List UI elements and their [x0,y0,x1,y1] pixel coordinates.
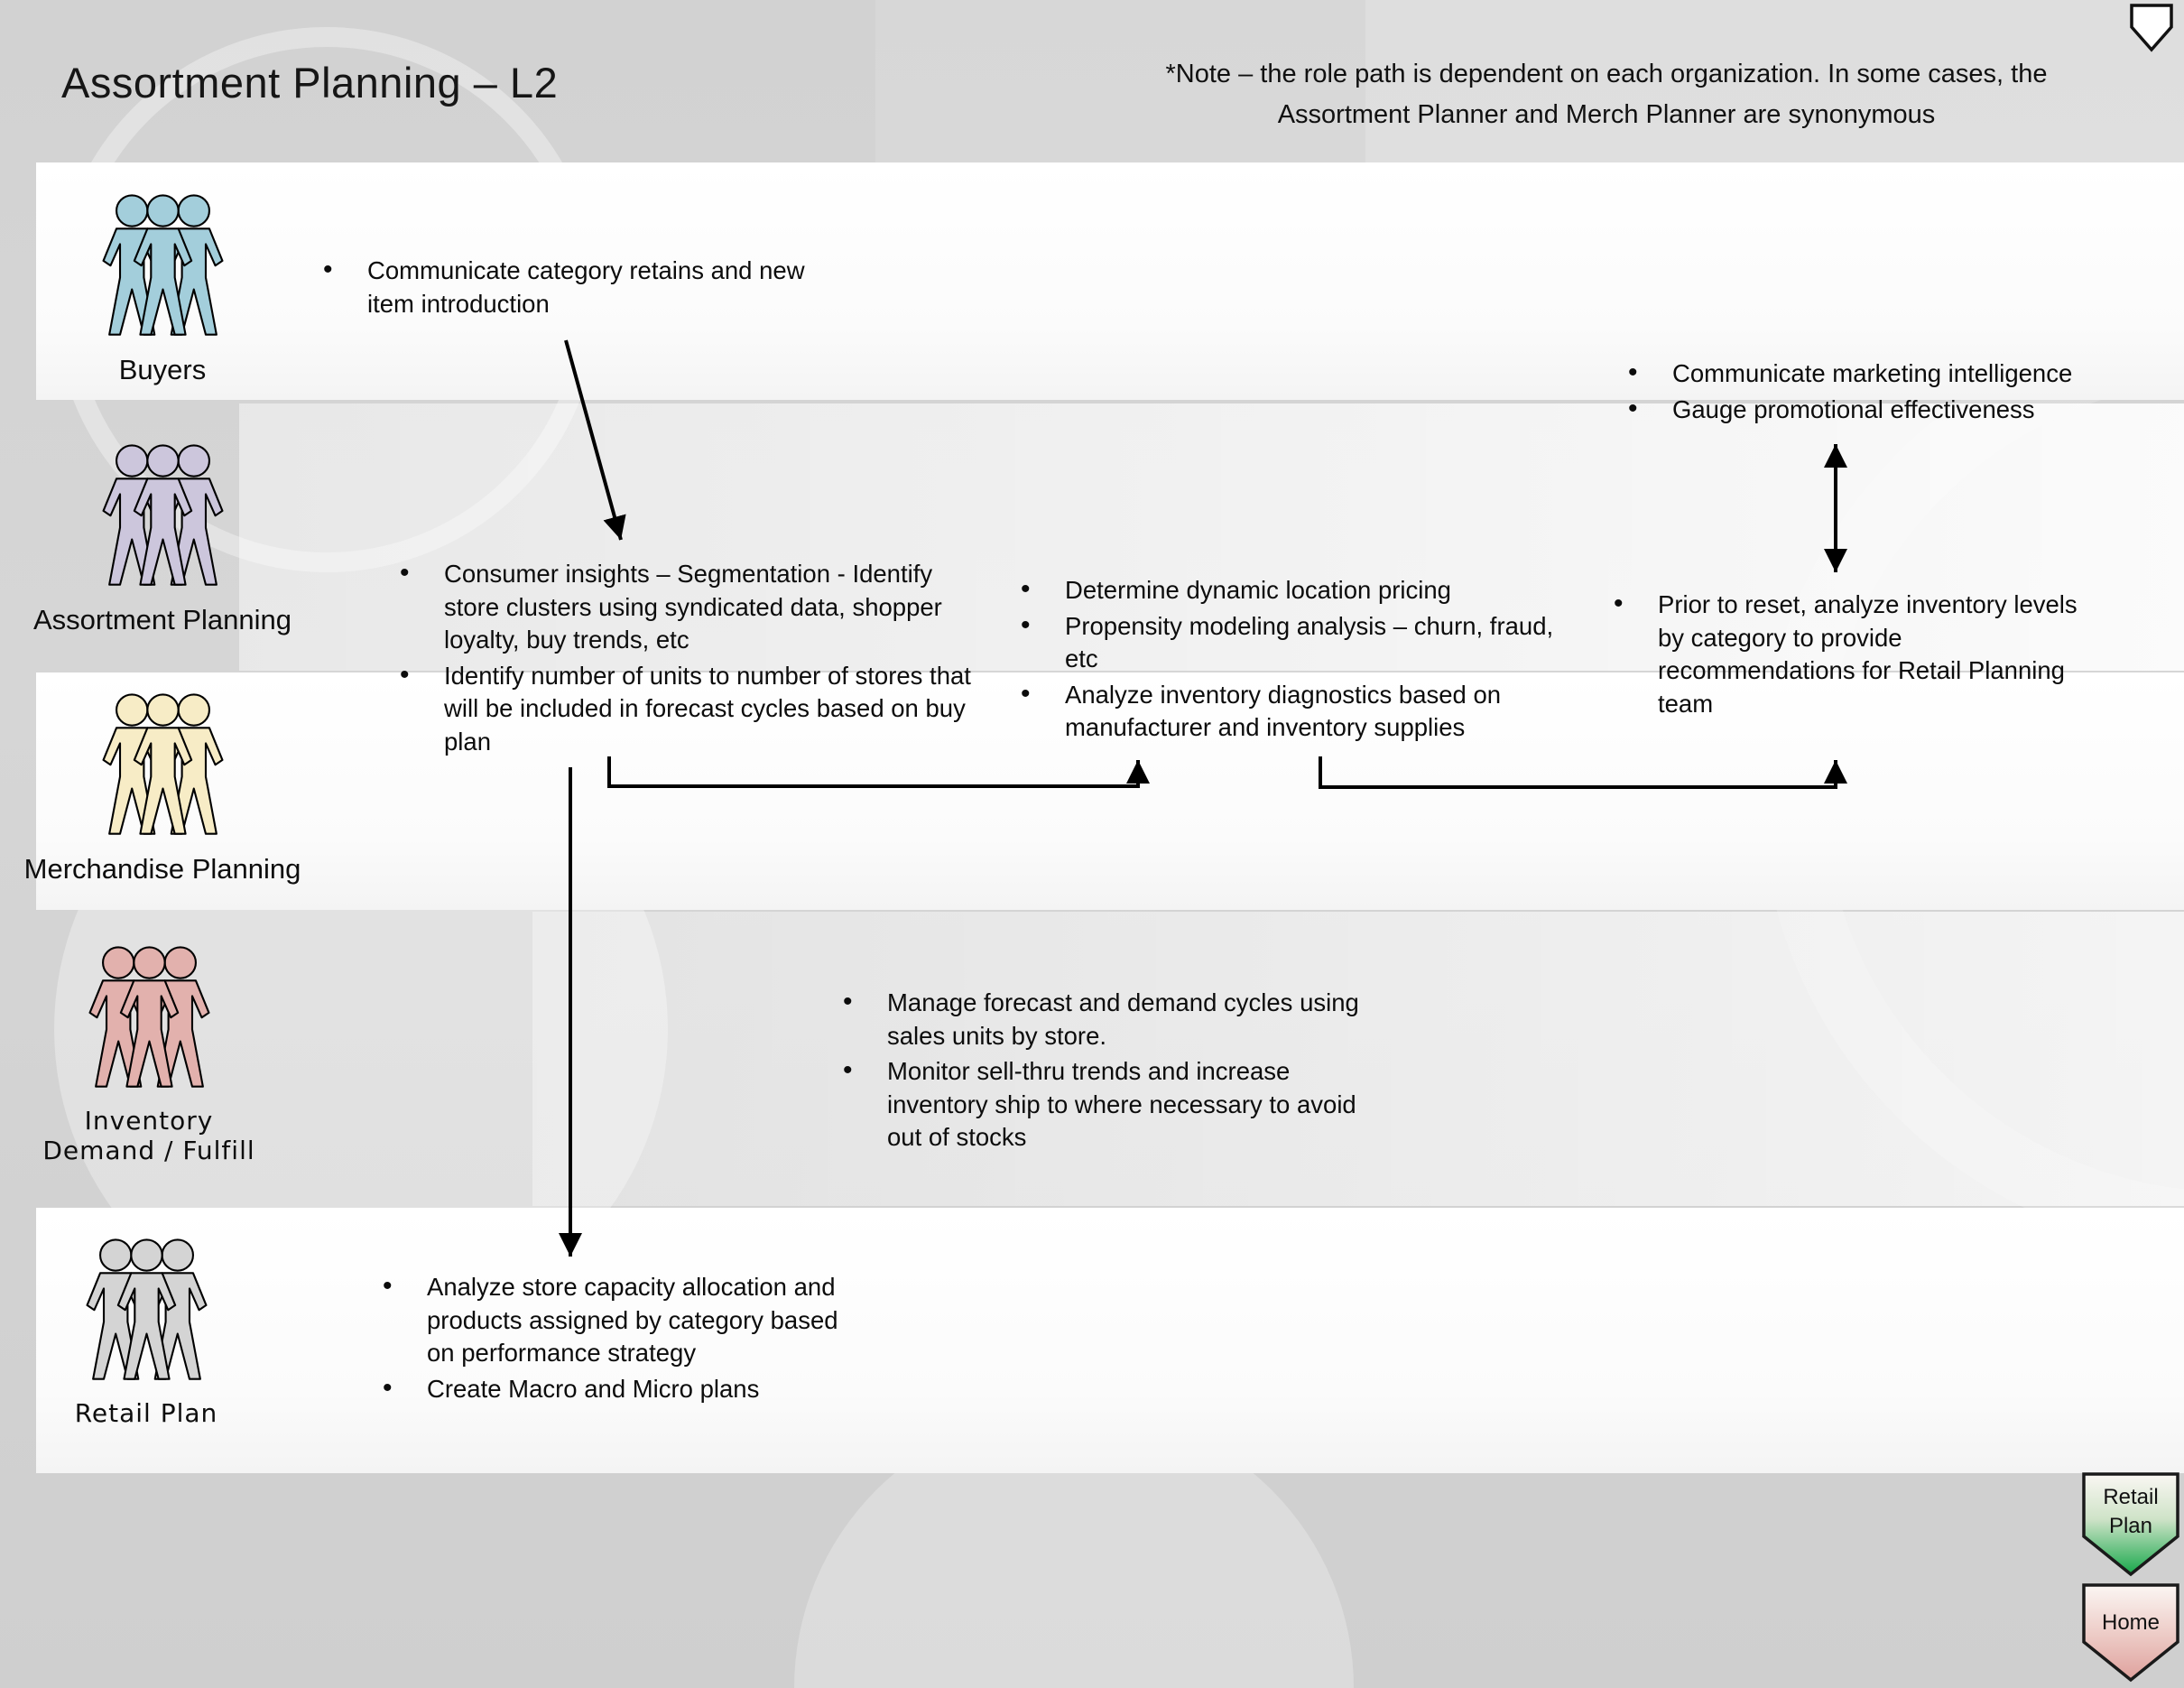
slide-note: *Note – the role path is dependent on ea… [1165,60,2048,129]
people-icon [0,444,325,593]
page-title: Assortment Planning – L2 [61,59,559,107]
lane-retail-plan: Retail Plan [0,1238,309,1428]
retail-plan-badge[interactable]: Retail Plan [2081,1471,2182,1580]
bullet-item: Monitor sell-thru trends and increase in… [838,1054,1379,1155]
bullet-item: Propensity modeling analysis – churn, fr… [1015,609,1557,676]
lane-band-retail [36,1208,2184,1473]
lane-label-retail-plan: Retail Plan [74,1398,218,1428]
buyers-tasks: Communicate category retains and new ite… [318,254,823,323]
inventory-tasks: Manage forecast and demand cycles using … [838,986,1379,1157]
lane-merchandise-planning: Merchandise Planning [0,693,325,886]
bullet-item: Determine dynamic location pricing [1015,573,1557,607]
bullet-item: Create Macro and Micro plans [377,1372,856,1406]
people-icon [0,1238,309,1387]
retail-plan-tasks: Analyze store capacity allocation and pr… [377,1270,856,1408]
bullet-item: Communicate marketing intelligence [1623,357,2128,391]
lane-label-inventory: Inventory Demand / Fulfill [42,1106,255,1165]
lane-buyers: Buyers [0,194,325,386]
bullet-item: Analyze inventory diagnostics based on m… [1015,678,1557,745]
bullet-item: Communicate category retains and new ite… [318,254,823,320]
lane-inventory-demand-fulfill: Inventory Demand / Fulfill [0,946,311,1165]
svg-text:Retail: Retail [2103,1485,2158,1509]
bullet-item: Analyze store capacity allocation and pr… [377,1270,856,1370]
lane-label-merchandise-planning: Merchandise Planning [23,853,301,885]
background-shape [875,0,1365,164]
home-badge[interactable]: Home [2081,1582,2182,1687]
lane-assortment-planning: Assortment Planning [0,444,325,636]
people-icon [0,946,311,1095]
lane-label-assortment-planning: Assortment Planning [32,604,292,635]
bullet-item: Gauge promotional effectiveness [1623,393,2128,427]
people-icon [0,194,325,343]
assortment-left-tasks: Consumer insights – Segmentation - Ident… [394,557,990,761]
lane-label-buyers: Buyers [118,354,207,385]
bullet-item: Consumer insights – Segmentation - Ident… [394,557,990,657]
buyers-right-tasks: Communicate marketing intelligence Gauge… [1623,357,2128,429]
svg-text:Home: Home [2102,1610,2160,1635]
assortment-right-tasks: Prior to reset, analyze inventory levels… [1608,588,2078,723]
people-icon [0,693,325,842]
bullet-item: Prior to reset, analyze inventory levels… [1608,588,2078,720]
bullet-item: Identify number of units to number of st… [394,659,990,759]
assortment-middle-tasks: Determine dynamic location pricing Prope… [1015,573,1557,747]
background-shape [1365,0,2184,164]
svg-text:Plan: Plan [2109,1514,2152,1538]
bullet-item: Manage forecast and demand cycles using … [838,986,1379,1053]
